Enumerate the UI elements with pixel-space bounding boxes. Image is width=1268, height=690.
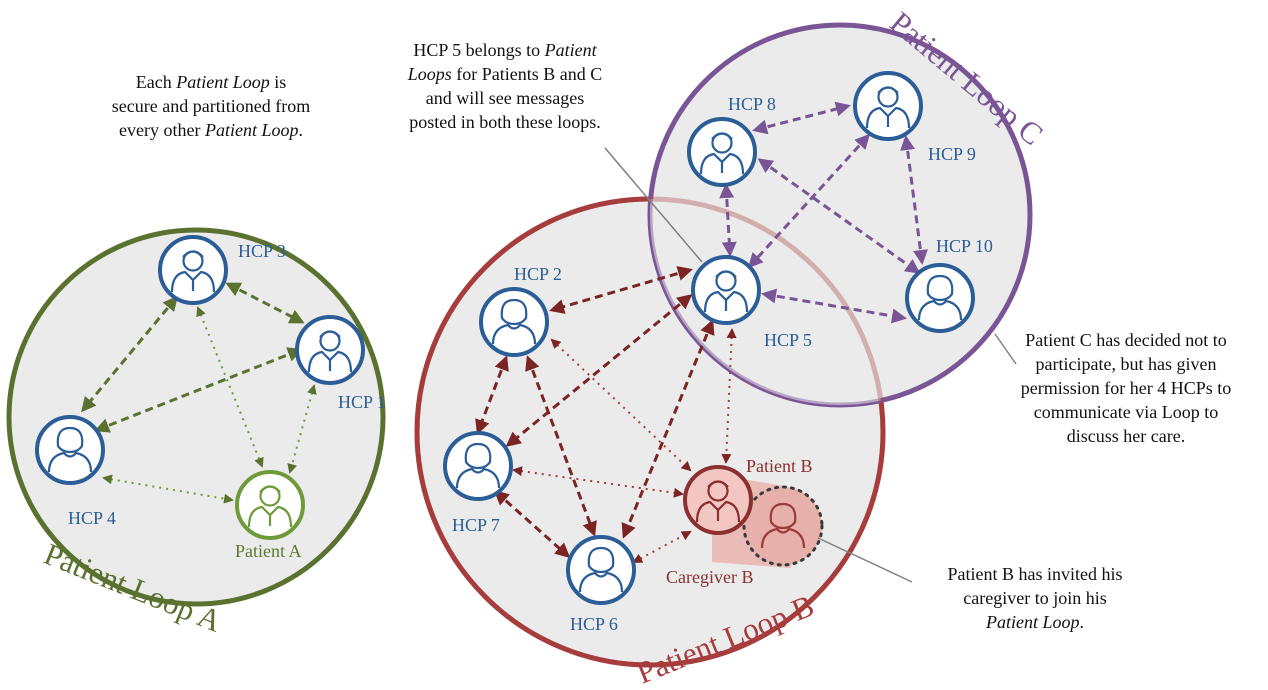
hcp-10-node xyxy=(905,263,975,333)
leader-lines xyxy=(604,147,1017,583)
caregiver-b-label: Caregiver B xyxy=(666,567,753,587)
hcp-2-node xyxy=(479,287,549,357)
hcp-4-label: HCP 4 xyxy=(68,508,116,528)
hcp-4-node xyxy=(35,415,105,485)
loop-b-connections xyxy=(475,266,737,563)
hcp-8-node xyxy=(687,117,757,187)
loop-security-note: Each Patient Loop is secure and partitio… xyxy=(111,72,311,140)
hcp-5-node xyxy=(691,255,761,325)
hcp-3-node xyxy=(158,235,228,305)
hcp-9-node xyxy=(853,71,923,141)
hcp5-membership-note: HCP 5 belongs to Patient Loops for Patie… xyxy=(407,40,603,132)
hcp-9-label: HCP 9 xyxy=(928,144,976,164)
hcp-10-label: HCP 10 xyxy=(936,236,993,256)
hcp-6-node xyxy=(566,535,636,605)
patient-b-label: Patient B xyxy=(746,456,813,476)
hcp-8-label: HCP 8 xyxy=(728,94,776,114)
hcp-7-node xyxy=(443,431,513,501)
hcp-7-label: HCP 7 xyxy=(452,515,500,535)
hcp-5-label: HCP 5 xyxy=(764,330,812,350)
hcp-2-label: HCP 2 xyxy=(514,264,562,284)
hcp-6-label: HCP 6 xyxy=(570,614,618,634)
patient-a-node xyxy=(235,470,305,540)
loop-c-connections xyxy=(719,101,928,324)
hcp-3-label: HCP 3 xyxy=(238,241,286,261)
loop-a-connections xyxy=(81,282,317,504)
patient-c-note: Patient C has decided not to participate… xyxy=(1020,330,1232,446)
caregiver-invite-note: Patient B has invited his caregiver to j… xyxy=(947,564,1123,632)
hcp-1-label: HCP 1 xyxy=(338,392,386,412)
hcp-1-node xyxy=(295,315,365,385)
patient-b-node xyxy=(683,465,753,535)
patient-a-label: Patient A xyxy=(235,541,302,561)
